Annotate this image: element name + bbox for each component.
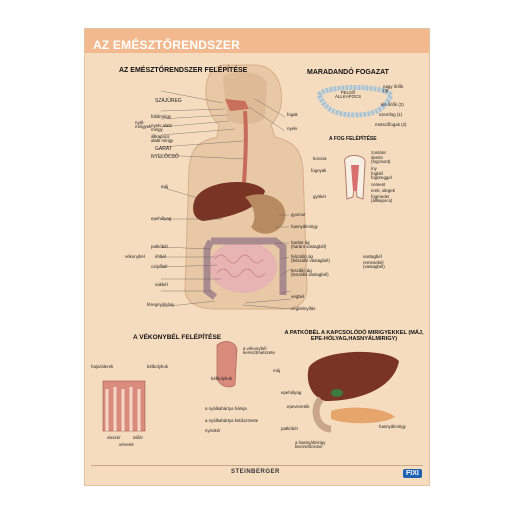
label-gland-patkobel: patkóbél bbox=[281, 426, 298, 431]
label-erek: erek, idegek bbox=[371, 188, 395, 193]
label-fognyak: fognyak bbox=[311, 168, 327, 173]
page-title: AZ EMÉSZTŐRENDSZER bbox=[93, 38, 240, 52]
label-fultomirigy: fültőmirigy bbox=[151, 114, 172, 119]
label-gyomor: gyomor bbox=[291, 212, 306, 217]
label-nyalmirigyek: nyál- mirigyek bbox=[135, 120, 152, 130]
gland-pancreas bbox=[331, 407, 395, 424]
label-felso-allkapocs: FELSŐ ÁLLKAPOCS bbox=[335, 90, 362, 100]
small-intestine-folds bbox=[214, 254, 266, 278]
label-epeholyag: epehólyag bbox=[151, 216, 172, 221]
label-gyoker: gyökér bbox=[313, 194, 327, 199]
label-nyalkahartya: a nyálkahártya hámja bbox=[205, 406, 247, 411]
mouth-cavity bbox=[225, 99, 249, 111]
stomach bbox=[245, 194, 286, 234]
intestine-cross-section bbox=[216, 341, 238, 388]
footer-divider bbox=[91, 465, 423, 466]
label-kis-orlok: kis őrlők (2) bbox=[381, 102, 404, 107]
label-vegbelnyilas: végbélnyílás bbox=[291, 306, 316, 311]
label-uter: ütőér bbox=[133, 435, 144, 440]
label-gland-hasnyalmirigy: hasnyálmirigy bbox=[379, 424, 406, 429]
label-szemfog: szemfog (1) bbox=[379, 112, 403, 117]
label-belbolyhok-2: bélbolyhok bbox=[211, 376, 232, 381]
label-gland-vezetek: a hasnyálmirigy kivezetőcsöve bbox=[295, 440, 326, 450]
label-szajureg: SZÁJÜREG bbox=[155, 98, 182, 104]
label-nyirokér: nyirokér bbox=[205, 428, 221, 433]
label-fogbel: fogbél fogüreggel bbox=[371, 171, 392, 181]
label-visszer: visszér bbox=[107, 435, 121, 440]
label-nyelv: nyelv bbox=[287, 126, 298, 131]
label-fogmeder: fogmeder (állkapocs) bbox=[371, 194, 393, 204]
label-vegbel: végbél bbox=[291, 294, 304, 299]
gland-duodenum bbox=[312, 396, 332, 433]
label-remesebel: remesebél (vastagbél) bbox=[363, 260, 385, 270]
brand-logo: STEINBERGER bbox=[231, 469, 280, 475]
label-patkobel: patkóbél bbox=[151, 244, 168, 249]
label-vakbel: vakbél bbox=[155, 282, 168, 287]
gland-gallbladder bbox=[331, 389, 343, 397]
label-metszofogak: metszőfogak (2) bbox=[375, 122, 407, 127]
label-gland-maj: máj bbox=[273, 368, 281, 373]
small-intestine-section-title: A VÉKONYBÉL FELÉPÍTÉSE bbox=[133, 334, 222, 341]
label-nyelocso: NYELŐCSŐ bbox=[151, 154, 179, 160]
label-korona: korona bbox=[313, 156, 327, 161]
poster: AZ EMÉSZTŐRENDSZER bbox=[84, 28, 430, 486]
label-hasnyalmirigy: hasnyálmirigy bbox=[291, 224, 318, 229]
label-koto: a nyálkahártya kötőszövete bbox=[205, 418, 259, 423]
label-vererek: vérerek bbox=[119, 442, 134, 447]
villi-detail bbox=[105, 387, 141, 431]
tooth-pulp bbox=[351, 165, 359, 191]
anatomy-illustration bbox=[102, 64, 399, 433]
label-cement: cement bbox=[371, 182, 386, 187]
head-section bbox=[223, 72, 267, 125]
label-vekonybel: vékonybél bbox=[125, 254, 145, 259]
label-nyelv-alatti: nyelv alatti mirigy bbox=[151, 123, 172, 133]
label-hajszalerek: hajszálerek bbox=[91, 364, 114, 369]
tooth-structure-title: A FOG FELÉPÍTÉSE bbox=[329, 136, 377, 142]
label-iny: íny bbox=[371, 166, 377, 171]
label-fereg: féregnyúlvány bbox=[147, 302, 175, 307]
gland-liver bbox=[307, 351, 399, 401]
colon bbox=[203, 237, 287, 300]
teeth-section-title: MARADANDÓ FOGAZAT bbox=[307, 69, 389, 76]
label-maj: máj bbox=[161, 184, 169, 189]
small-intestine bbox=[209, 241, 277, 293]
label-harant: haránt ág (haránt vastagbél) bbox=[291, 240, 327, 250]
label-leszallo: leszálló ág (leszálló vastagbél) bbox=[291, 268, 329, 278]
structure-section-title: AZ EMÉSZTŐRENDSZER FELÉPÍTÉSE bbox=[119, 67, 248, 74]
label-gland-epevezetek: epevezeték bbox=[287, 404, 310, 409]
label-garat: GARAT bbox=[155, 146, 172, 152]
teeth-arch bbox=[316, 85, 394, 118]
label-keresztmetszet: a vékonybél keresztmetszete bbox=[243, 346, 275, 356]
label-ehbel: éhbél bbox=[155, 254, 166, 259]
liver bbox=[193, 181, 265, 221]
label-csipobel: csípőbél bbox=[151, 264, 168, 269]
label-felszallo: felszálló ág (felszálló vastagbél) bbox=[291, 254, 330, 264]
label-gland-epeholyag: epehólyag bbox=[281, 390, 302, 395]
label-belbolyhok: bélbolyhok bbox=[147, 364, 168, 369]
label-fogak: fogak bbox=[287, 112, 298, 117]
label-vastagbel: vastagbél bbox=[363, 254, 382, 259]
label-zomanc: zománc bbox=[371, 150, 387, 155]
fixi-logo: FIXI bbox=[403, 469, 422, 478]
label-dentin: dentin (fogcsont) bbox=[371, 155, 391, 165]
label-nagy-orlok: nagy őrlők (3) bbox=[383, 84, 404, 94]
glands-section-title: A PATKÓBÉL A KAPCSOLÓDÓ MIRIGYEKKEL (MÁJ… bbox=[284, 330, 424, 342]
label-allkapocs: állkapocs alatti mirigy bbox=[151, 134, 174, 144]
